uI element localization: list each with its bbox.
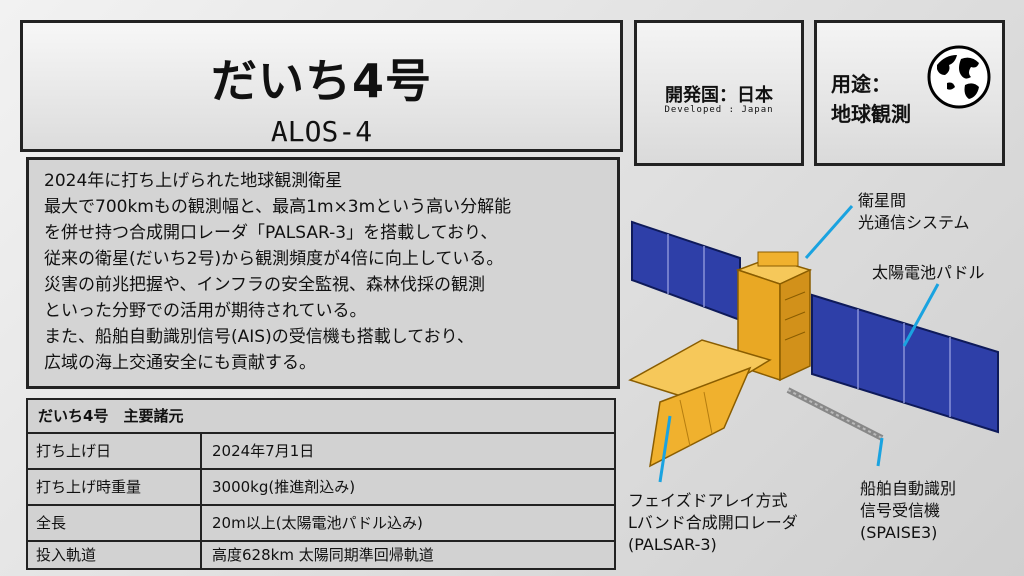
optical-leader-line [804,205,854,259]
callout-line: 信号受信機 [860,501,941,520]
satellite-bus [735,251,813,382]
developer-country-en: Developed : Japan [664,105,774,115]
spec-key: 打ち上げ時重量 [28,470,202,504]
usage-panel: 用途： 地球観測 [814,20,1005,166]
usage-text: 用途： 地球観測 [831,69,911,129]
callout-line: 船舶自動識別 [860,479,957,498]
table-row: 全長 20m以上(太陽電池パドル込み) [28,506,614,542]
optical-comm-label: 衛星間 光通信システム [858,190,970,234]
description-line: また、船舶自動識別信号(AIS)の受信機も搭載しており、 [44,327,474,347]
title-panel: だいち4号 ALOS-4 [20,20,623,152]
spec-value: 高度628km 太陽同期準回帰軌道 [212,546,434,564]
description-line: 災害の前兆把握や、インフラの安全監視、森林伐採の観測 [44,275,485,295]
usage-label: 用途： [831,72,891,96]
callout-line: フェイズドアレイ方式 [628,491,788,510]
table-row: 投入軌道 高度628km 太陽同期準回帰軌道 [28,538,614,570]
spec-key: 打ち上げ日 [28,434,202,468]
palsar-leader-line [658,415,672,483]
usage-value: 地球観測 [831,102,911,126]
description-line: を併せ持つ合成開口レーダ「PALSAR-3」を搭載しており、 [44,223,498,243]
description-panel: 2024年に打ち上げられた地球観測衛星 最大で700kmもの観測幅と、最高1m×… [26,157,620,389]
ais-antenna [786,387,884,441]
palsar-antenna [628,339,772,468]
ais-receiver-label: 船舶自動識別 信号受信機 (SPAISE3) [860,478,956,544]
satellite-code: ALOS-4 [270,115,373,148]
satellite-illustration [628,205,999,483]
spec-value: 2024年7月1日 [212,442,315,460]
callout-line: 光通信システム [858,213,970,232]
table-row: 打ち上げ時重量 3000kg(推進剤込み) [28,470,614,506]
left-solar-paddle [631,220,741,322]
solar-paddle-label: 太陽電池パドル [872,262,984,284]
right-solar-paddle [811,293,999,434]
callout-line: 太陽電池パドル [872,263,985,282]
description-line: 従来の衛星(だいち2号)から観測頻度が4倍に向上している。 [44,249,504,269]
description-line: 2024年に打ち上げられた地球観測衛星 [44,171,343,191]
spec-value: 3000kg(推進剤込み) [212,478,356,496]
satellite-name: だいち4号 [210,54,432,108]
callout-line: (SPAISE3) [860,523,938,542]
globe-icon [927,45,991,109]
table-row: 打ち上げ日 2024年7月1日 [28,434,614,470]
spec-value: 20m以上(太陽電池パドル込み) [212,514,423,532]
spec-table: だいち4号 主要諸元 打ち上げ日 2024年7月1日 打ち上げ時重量 3000k… [26,398,616,570]
description-line: 広域の海上交通安全にも貢献する。 [44,353,316,373]
spec-key: 全長 [28,506,202,540]
developer-panel: 開発国：日本 Developed : Japan [634,20,804,166]
spec-key: 投入軌道 [28,538,202,570]
description-line: 最大で700kmもの観測幅と、最高1m×3mという高い分解能 [44,197,512,217]
spec-table-heading: だいち4号 主要諸元 [28,400,614,434]
solar-leader-line [902,283,940,347]
developer-country: 開発国：日本 [665,85,773,106]
ais-leader-line [876,437,884,467]
description-line: といった分野での活用が期待されている。 [44,301,367,321]
callout-line: 衛星間 [858,191,907,210]
callout-line: (PALSAR-3) [628,535,717,554]
palsar-label: フェイズドアレイ方式 Lバンド合成開口レーダ (PALSAR-3) [628,490,798,556]
callout-line: Lバンド合成開口レーダ [628,513,798,532]
